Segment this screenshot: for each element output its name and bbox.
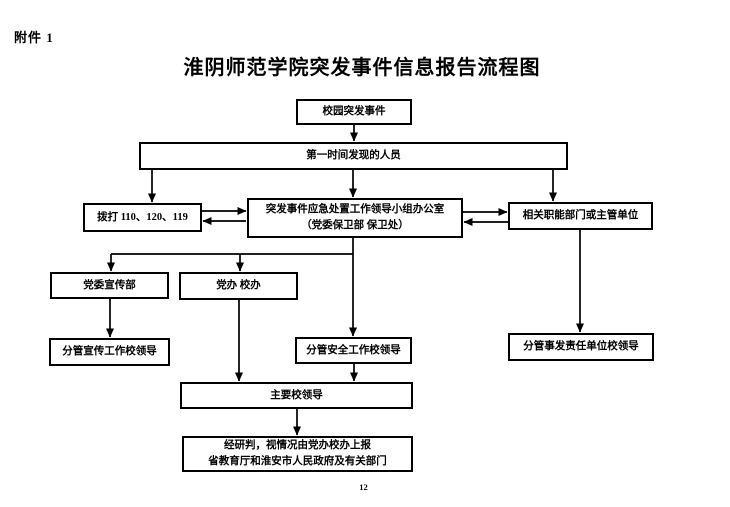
- node-leading-group-office-line2: （党委保卫部 保卫处）: [301, 220, 409, 231]
- page-number: 12: [359, 482, 368, 492]
- node-report-to-superiors-line2: 省教育厅和淮安市人民政府及有关部门: [208, 456, 387, 467]
- node-safety-leader: 分管安全工作校领导: [295, 337, 412, 364]
- node-first-discoverers: 第一时间发现的人员: [139, 142, 568, 170]
- node-principal-leaders: 主要校领导: [180, 382, 413, 409]
- node-call-emergency-numbers: 拨打 110、120、119: [83, 203, 202, 232]
- node-incident-unit-leader: 分管事发责任单位校领导: [508, 333, 654, 361]
- page-title: 淮阴师范学院突发事件信息报告流程图: [183, 57, 541, 79]
- node-party-office-school-office: 党办 校办: [179, 272, 298, 300]
- node-report-to-superiors: 经研判，视情况由党办校办上报 省教育厅和淮安市人民政府及有关部门: [182, 436, 413, 472]
- node-leading-group-office-line1: 突发事件应急处置工作领导小组办公室: [265, 204, 445, 216]
- node-party-propaganda-dept: 党委宣传部: [50, 272, 169, 299]
- node-campus-incident: 校园突发事件: [296, 99, 412, 125]
- node-related-departments: 相关职能部门或主管单位: [508, 202, 653, 230]
- attachment-label: 附件 1: [14, 30, 54, 45]
- node-leading-group-office: 突发事件应急处置工作领导小组办公室 （党委保卫部 保卫处）: [247, 198, 463, 238]
- node-propaganda-leader: 分管宣传工作校领导: [49, 338, 170, 366]
- node-report-to-superiors-line1: 经研判，视情况由党办校办上报: [224, 439, 371, 451]
